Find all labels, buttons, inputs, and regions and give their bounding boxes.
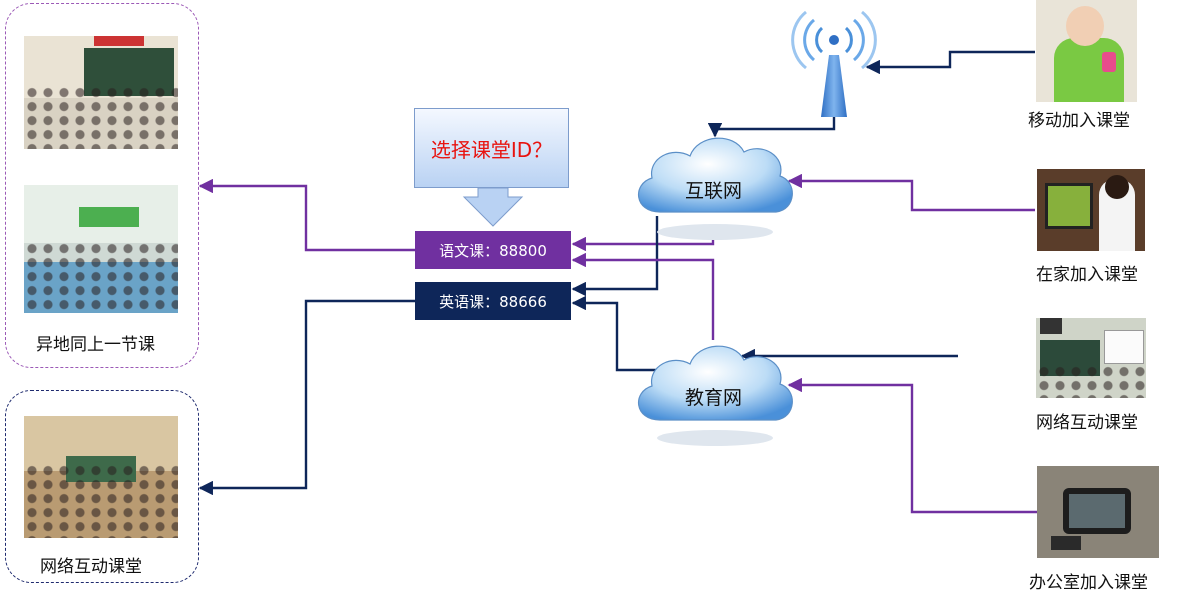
antenna-tower-icon xyxy=(791,10,877,117)
callout-arrow xyxy=(462,187,524,227)
select-classroom-id-callout: 选择课堂ID？ xyxy=(414,108,569,188)
internet-cloud-icon xyxy=(637,137,793,240)
chinese-class-id-button[interactable]: 语文课：88800 xyxy=(415,231,571,269)
mobile-user-photo xyxy=(1036,0,1137,102)
classroom-photo-teacher xyxy=(24,36,178,149)
home-user-photo xyxy=(1037,169,1145,251)
home-join-label: 在家加入课堂 xyxy=(1036,265,1138,285)
internet-label: 互联网 xyxy=(685,180,743,202)
network-classroom-label-right: 网络互动课堂 xyxy=(1036,413,1138,433)
education-network-cloud-icon xyxy=(637,345,793,446)
english-class-id-button[interactable]: 英语课：88666 xyxy=(415,282,571,320)
mobile-join-label: 移动加入课堂 xyxy=(1028,111,1130,131)
classroom-photo-students xyxy=(24,185,178,313)
network-classroom-photo xyxy=(1036,318,1146,398)
education-network-label: 教育网 xyxy=(685,387,743,409)
network-classroom-group xyxy=(5,390,199,583)
remote-class-group xyxy=(5,3,199,368)
classroom-photo-auditorium xyxy=(24,416,178,538)
network-classroom-label-left: 网络互动课堂 xyxy=(40,557,142,577)
remote-class-label: 异地同上一节课 xyxy=(36,335,155,355)
office-user-photo xyxy=(1037,466,1159,558)
office-join-label: 办公室加入课堂 xyxy=(1029,573,1148,593)
